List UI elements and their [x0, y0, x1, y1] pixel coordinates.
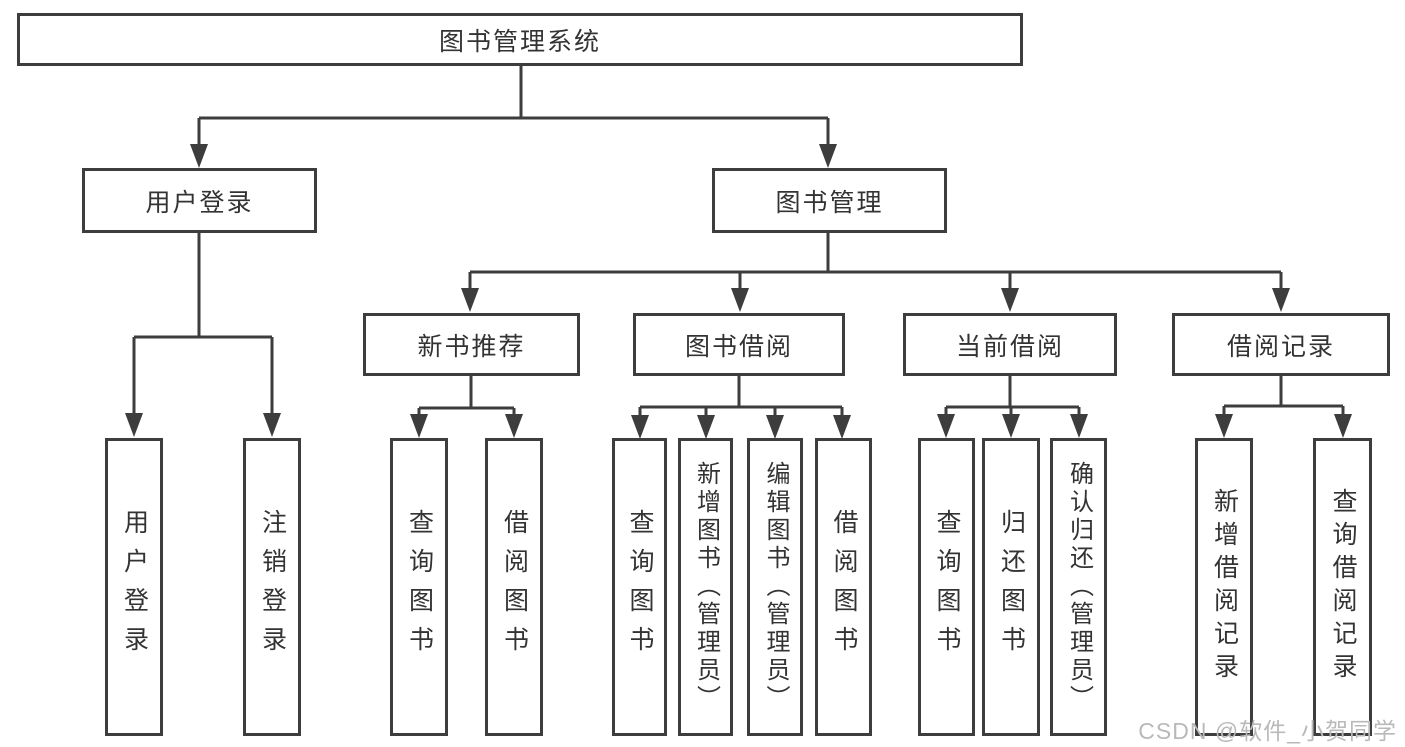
leaf-borrowing-borrow-books-label: 借阅图书 — [830, 509, 858, 665]
leaf-recommend-borrow-books: 借阅图书 — [485, 438, 543, 736]
leaf-borrowing-edit-books-admin: 编辑图书（管理员） — [747, 438, 803, 736]
node-new-book-recommend: 新书推荐 — [363, 313, 580, 376]
node-root-label: 图书管理系统 — [438, 27, 601, 56]
leaf-records-add-record-label: 新增借阅记录 — [1210, 488, 1239, 686]
connector-user-login-to-leaves — [125, 233, 281, 437]
leaf-borrowing-query-books-label: 查询图书 — [626, 509, 654, 665]
connector-records-to-leaves — [1215, 376, 1352, 438]
leaf-logout-label: 注销登录 — [258, 509, 287, 665]
leaf-borrowing-borrow-books: 借阅图书 — [815, 438, 872, 736]
leaf-current-return-books-label: 归还图书 — [997, 509, 1026, 665]
leaf-borrowing-edit-books-admin-label: 编辑图书（管理员） — [762, 461, 789, 713]
node-current-borrowing: 当前借阅 — [903, 313, 1117, 376]
leaf-current-return-books: 归还图书 — [982, 438, 1040, 736]
node-current-borrowing-label: 当前借阅 — [955, 332, 1064, 361]
leaf-logout: 注销登录 — [243, 438, 301, 736]
leaf-borrowing-query-books: 查询图书 — [612, 438, 667, 736]
node-book-borrowing-label: 图书借阅 — [684, 332, 793, 361]
leaf-current-query-books: 查询图书 — [918, 438, 975, 736]
leaf-current-confirm-return-admin: 确认归还（管理员） — [1050, 438, 1107, 736]
leaf-current-query-books-label: 查询图书 — [933, 509, 961, 665]
leaf-borrowing-add-books-admin-label: 新增图书（管理员） — [692, 461, 720, 713]
node-root-library-system: 图书管理系统 — [17, 13, 1023, 66]
connector-borrowing-to-leaves — [631, 376, 851, 439]
node-book-borrowing: 图书借阅 — [633, 313, 845, 376]
leaf-recommend-borrow-books-label: 借阅图书 — [500, 509, 529, 665]
connector-recommend-to-leaves — [410, 376, 523, 438]
leaf-records-query-record: 查询借阅记录 — [1313, 438, 1372, 736]
csdn-watermark: CSDN @软件_小贺同学 — [1138, 718, 1397, 744]
leaf-records-add-record: 新增借阅记录 — [1195, 438, 1253, 736]
leaf-borrowing-add-books-admin: 新增图书（管理员） — [678, 438, 733, 736]
leaf-user-login-label: 用户登录 — [120, 509, 149, 665]
connector-root-to-level2 — [190, 66, 837, 168]
leaf-user-login: 用户登录 — [105, 438, 163, 736]
node-book-management-label: 图书管理 — [775, 188, 884, 217]
node-new-book-recommend-label: 新书推荐 — [417, 332, 526, 361]
node-user-login: 用户登录 — [82, 168, 317, 233]
leaf-current-confirm-return-admin-label: 确认归还（管理员） — [1065, 461, 1093, 713]
connector-book-mgmt-to-sections — [461, 233, 1290, 312]
connector-current-to-leaves — [937, 376, 1088, 438]
leaf-recommend-query-books-label: 查询图书 — [405, 509, 434, 665]
leaf-recommend-query-books: 查询图书 — [390, 438, 448, 736]
node-book-management: 图书管理 — [712, 168, 947, 233]
node-borrow-records: 借阅记录 — [1172, 313, 1390, 376]
node-user-login-label: 用户登录 — [145, 188, 254, 217]
leaf-records-query-record-label: 查询借阅记录 — [1329, 488, 1357, 686]
node-borrow-records-label: 借阅记录 — [1226, 332, 1335, 361]
